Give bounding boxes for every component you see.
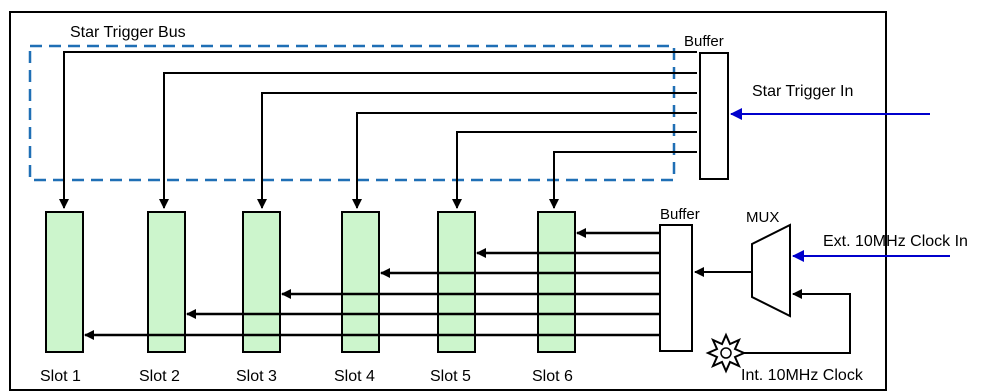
trigger-line-slot-2 bbox=[159, 72, 697, 209]
slot-6-label: Slot 6 bbox=[532, 368, 573, 385]
top-buffer-block bbox=[699, 52, 729, 180]
bottom-buffer-block bbox=[659, 224, 693, 352]
slot-3-label: Slot 3 bbox=[236, 368, 277, 385]
slot-5-block bbox=[437, 211, 476, 353]
star-trigger-bus-label: Star Trigger Bus bbox=[70, 24, 186, 41]
bottom-buffer-label: Buffer bbox=[660, 206, 700, 223]
int-clock-line bbox=[738, 289, 851, 354]
trigger-line-slot-1 bbox=[59, 51, 697, 209]
slot-1-label: Slot 1 bbox=[40, 368, 81, 385]
slot-4-block bbox=[341, 211, 380, 353]
trigger-line-slot-6 bbox=[549, 151, 697, 209]
star-trigger-in-label: Star Trigger In bbox=[752, 83, 853, 100]
starburst-icon bbox=[705, 332, 747, 374]
trigger-line-slot-4 bbox=[352, 112, 697, 209]
top-buffer-label: Buffer bbox=[684, 33, 724, 50]
trigger-line-slot-3 bbox=[257, 92, 697, 209]
slot-1-block bbox=[45, 211, 84, 353]
int-clock-label: Int. 10MHz Clock bbox=[741, 367, 864, 384]
mux-label: MUX bbox=[746, 209, 779, 226]
slot-4-label: Slot 4 bbox=[334, 368, 375, 385]
star-trigger-lines bbox=[59, 51, 697, 209]
mux-block bbox=[751, 223, 791, 318]
slot-2-label: Slot 2 bbox=[139, 368, 180, 385]
slot-5-label: Slot 5 bbox=[430, 368, 471, 385]
trigger-line-slot-5 bbox=[452, 131, 697, 209]
slot-6-block bbox=[537, 211, 576, 353]
ext-clock-in-label: Ext. 10MHz Clock In bbox=[823, 233, 968, 250]
slots: Slot 1 Slot 2 Slot 3 Slot 4 Slot 5 Slot … bbox=[40, 211, 576, 385]
slot-2-block bbox=[147, 211, 186, 353]
slot-3-block bbox=[242, 211, 281, 353]
clock-lines bbox=[84, 228, 660, 340]
